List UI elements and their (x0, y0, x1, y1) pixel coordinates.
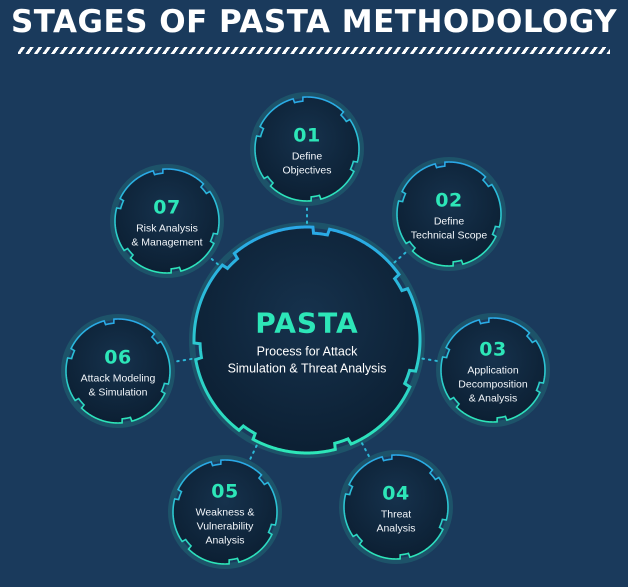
stage-node-2 (392, 157, 506, 271)
pasta-center-node (189, 222, 425, 458)
stage-number: 01 (293, 124, 321, 147)
connector-6 (172, 357, 193, 363)
stage-label: Attack Modeling & Simulation (80, 372, 156, 399)
stage-node-2-glow (392, 157, 506, 271)
stage-node-7 (110, 164, 224, 278)
stage-number: 05 (211, 480, 239, 503)
stage-number: 02 (435, 189, 463, 212)
stage-number: 07 (153, 196, 181, 219)
stage-number: 06 (104, 346, 132, 369)
stage-label: Risk Analysis & Management (131, 222, 203, 249)
stage-node-4-ring (343, 454, 449, 560)
stage-node-1 (250, 92, 364, 206)
stage-node-4-glow (339, 450, 453, 564)
stage-node-3-glow (436, 313, 550, 427)
connector-3 (421, 357, 439, 363)
center-subtitle: Process for Attack Simulation & Threat A… (227, 344, 387, 376)
stage-node-1-glow (250, 92, 364, 206)
stage-number: 03 (479, 338, 507, 361)
stage-node-2-ring (396, 161, 502, 267)
pasta-center-text: PASTA Process for Attack Simulation & Thr… (207, 307, 407, 378)
connector-7 (208, 256, 219, 266)
connector-2 (393, 250, 409, 264)
stage-node-7-ring (114, 168, 220, 274)
stage-label: Weakness & Vulnerability Analysis (195, 506, 255, 547)
page-title: STAGES OF PASTA METHODOLOGY (10, 4, 618, 40)
pasta-center-node-ring (192, 225, 422, 455)
stage-node-6-glow (61, 314, 175, 428)
stage-label: Application Decomposition & Analysis (458, 364, 528, 405)
stage-node-4 (339, 450, 453, 564)
stage-node-3-ring (440, 317, 546, 423)
stage-node-3 (436, 313, 550, 427)
connector-5 (248, 444, 258, 463)
center-title: PASTA (255, 306, 359, 340)
stage-node-5-ring (172, 459, 278, 565)
stage-label: Threat Analysis (376, 508, 416, 535)
connector-4 (361, 442, 371, 459)
title-underline-stripes (18, 47, 610, 54)
pasta-center-node-glow (189, 222, 425, 458)
stage-label: Define Technical Scope (410, 215, 488, 242)
stage-node-6-ring (65, 318, 171, 424)
stage-label: Define Objectives (282, 150, 332, 177)
stage-node-5-glow (168, 455, 282, 569)
stage-number: 04 (382, 482, 410, 505)
stage-node-5 (168, 455, 282, 569)
stage-node-1-ring (254, 96, 360, 202)
connector-dots (172, 204, 439, 463)
stage-node-7-glow (110, 164, 224, 278)
stage-node-6 (61, 314, 175, 428)
